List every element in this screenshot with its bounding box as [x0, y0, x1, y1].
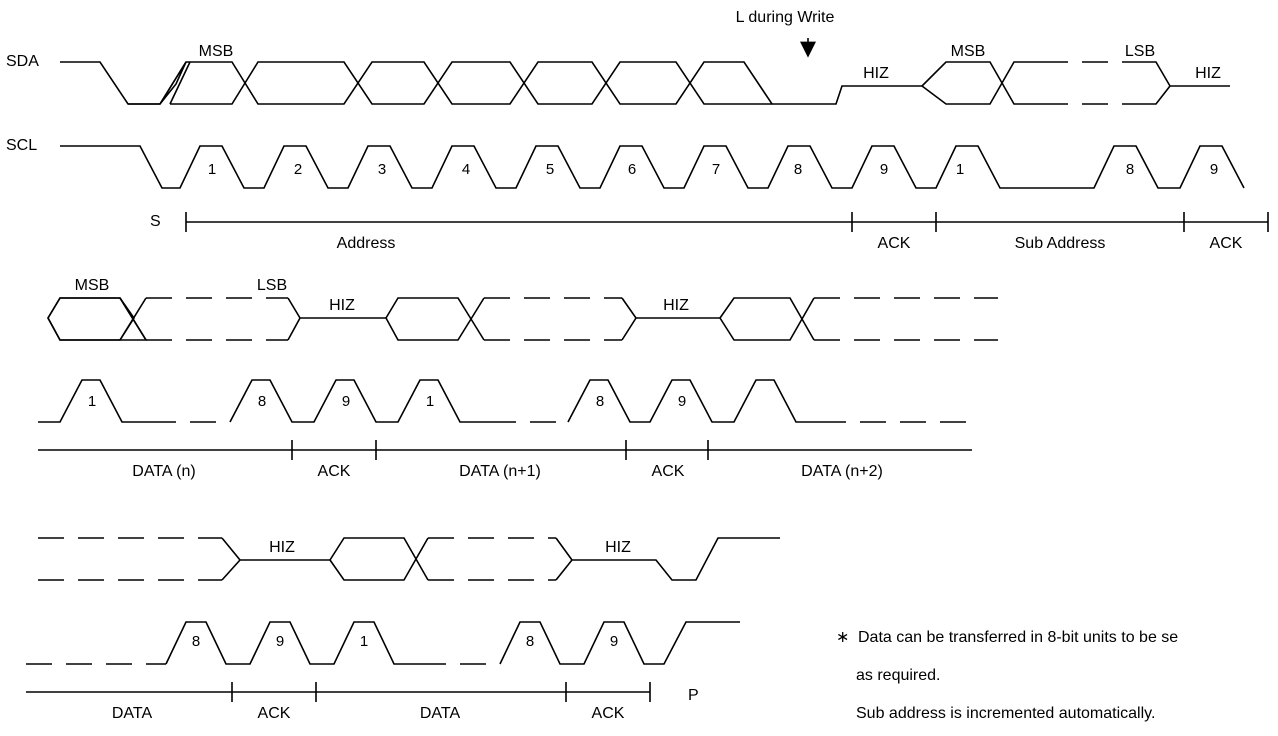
footnote-line-2: as required. — [856, 667, 941, 684]
msb-label-subaddress: MSB — [951, 43, 986, 60]
scl-waveform-row1 — [60, 145, 1245, 189]
segment-bar-row2 — [38, 440, 972, 460]
clock-number: 8 — [596, 393, 604, 410]
clock-number: 4 — [462, 161, 470, 178]
lsb-label-subaddress: LSB — [1125, 43, 1155, 60]
clock-number: 8 — [526, 633, 534, 650]
hiz-label-row2-second: HIZ — [663, 297, 689, 314]
clock-number: 1 — [208, 161, 216, 178]
scl-waveform-row2 — [38, 379, 972, 423]
segment-address: Address — [337, 235, 396, 252]
scl-clock-numbers-row3: 8 9 1 8 9 — [192, 633, 618, 650]
clock-number: 8 — [1126, 161, 1134, 178]
clock-number: 9 — [610, 633, 618, 650]
clock-number: 1 — [360, 633, 368, 650]
clock-number: 1 — [426, 393, 434, 410]
sda-waveform-row2 — [47, 297, 998, 341]
segment-sub-address: Sub Address — [1015, 235, 1106, 252]
hiz-label-row1-end: HIZ — [1195, 65, 1221, 82]
scl-clock-numbers-row1: 1 2 3 4 5 6 7 8 9 1 8 9 — [208, 161, 1218, 178]
sda-label: SDA — [6, 53, 39, 70]
scl-waveform-row3 — [26, 621, 740, 665]
footnote-bullet: ∗ — [836, 629, 849, 646]
sda-waveform-row3 — [38, 537, 780, 581]
segment-ack: ACK — [1210, 235, 1243, 252]
start-condition-label: S — [150, 213, 161, 230]
clock-number: 8 — [794, 161, 802, 178]
l-during-write-label: L during Write — [736, 9, 835, 26]
clock-number: 1 — [88, 393, 96, 410]
segment-ack: ACK — [318, 463, 351, 480]
msb-label-row1: MSB — [199, 43, 234, 60]
clock-number: 9 — [342, 393, 350, 410]
clock-number: 8 — [258, 393, 266, 410]
scl-label: SCL — [6, 137, 37, 154]
segment-ack: ACK — [592, 705, 625, 722]
hiz-label-row2-first: HIZ — [329, 297, 355, 314]
segment-ack: ACK — [878, 235, 911, 252]
clock-number: 9 — [880, 161, 888, 178]
footnote-line-3: Sub address is incremented automatically… — [856, 705, 1155, 722]
segment-data-n: DATA (n) — [132, 463, 195, 480]
clock-number: 9 — [276, 633, 284, 650]
clock-number: 9 — [1210, 161, 1218, 178]
segment-data-n-plus-2: DATA (n+2) — [801, 463, 883, 480]
clock-number: 1 — [956, 161, 964, 178]
segment-ack: ACK — [258, 705, 291, 722]
scl-clock-numbers-row2: 1 8 9 1 8 9 — [88, 393, 686, 410]
clock-number: 8 — [192, 633, 200, 650]
stop-condition-label: P — [688, 687, 699, 704]
clock-number: 5 — [546, 161, 554, 178]
clock-number: 7 — [712, 161, 720, 178]
segment-data: DATA — [420, 705, 461, 722]
segment-bar-row1 — [185, 212, 1269, 232]
clock-number: 6 — [628, 161, 636, 178]
segment-ack: ACK — [652, 463, 685, 480]
hiz-label-row3-first: HIZ — [269, 539, 295, 556]
clock-number: 3 — [378, 161, 386, 178]
hiz-label-row3-second: HIZ — [605, 539, 631, 556]
segment-data: DATA — [112, 705, 153, 722]
lsb-label-row2: LSB — [257, 277, 287, 294]
clock-number: 2 — [294, 161, 302, 178]
clock-number: 9 — [678, 393, 686, 410]
msb-label-row2: MSB — [75, 277, 110, 294]
hiz-label-row1-ack: HIZ — [863, 65, 889, 82]
segment-bar-row3 — [26, 682, 651, 702]
segment-data-n-plus-1: DATA (n+1) — [459, 463, 541, 480]
sda-waveform-row1 — [60, 61, 1230, 105]
footnote-line-1: Data can be transferred in 8-bit units t… — [858, 629, 1178, 646]
footnote: ∗ Data can be transferred in 8-bit units… — [836, 629, 1178, 722]
